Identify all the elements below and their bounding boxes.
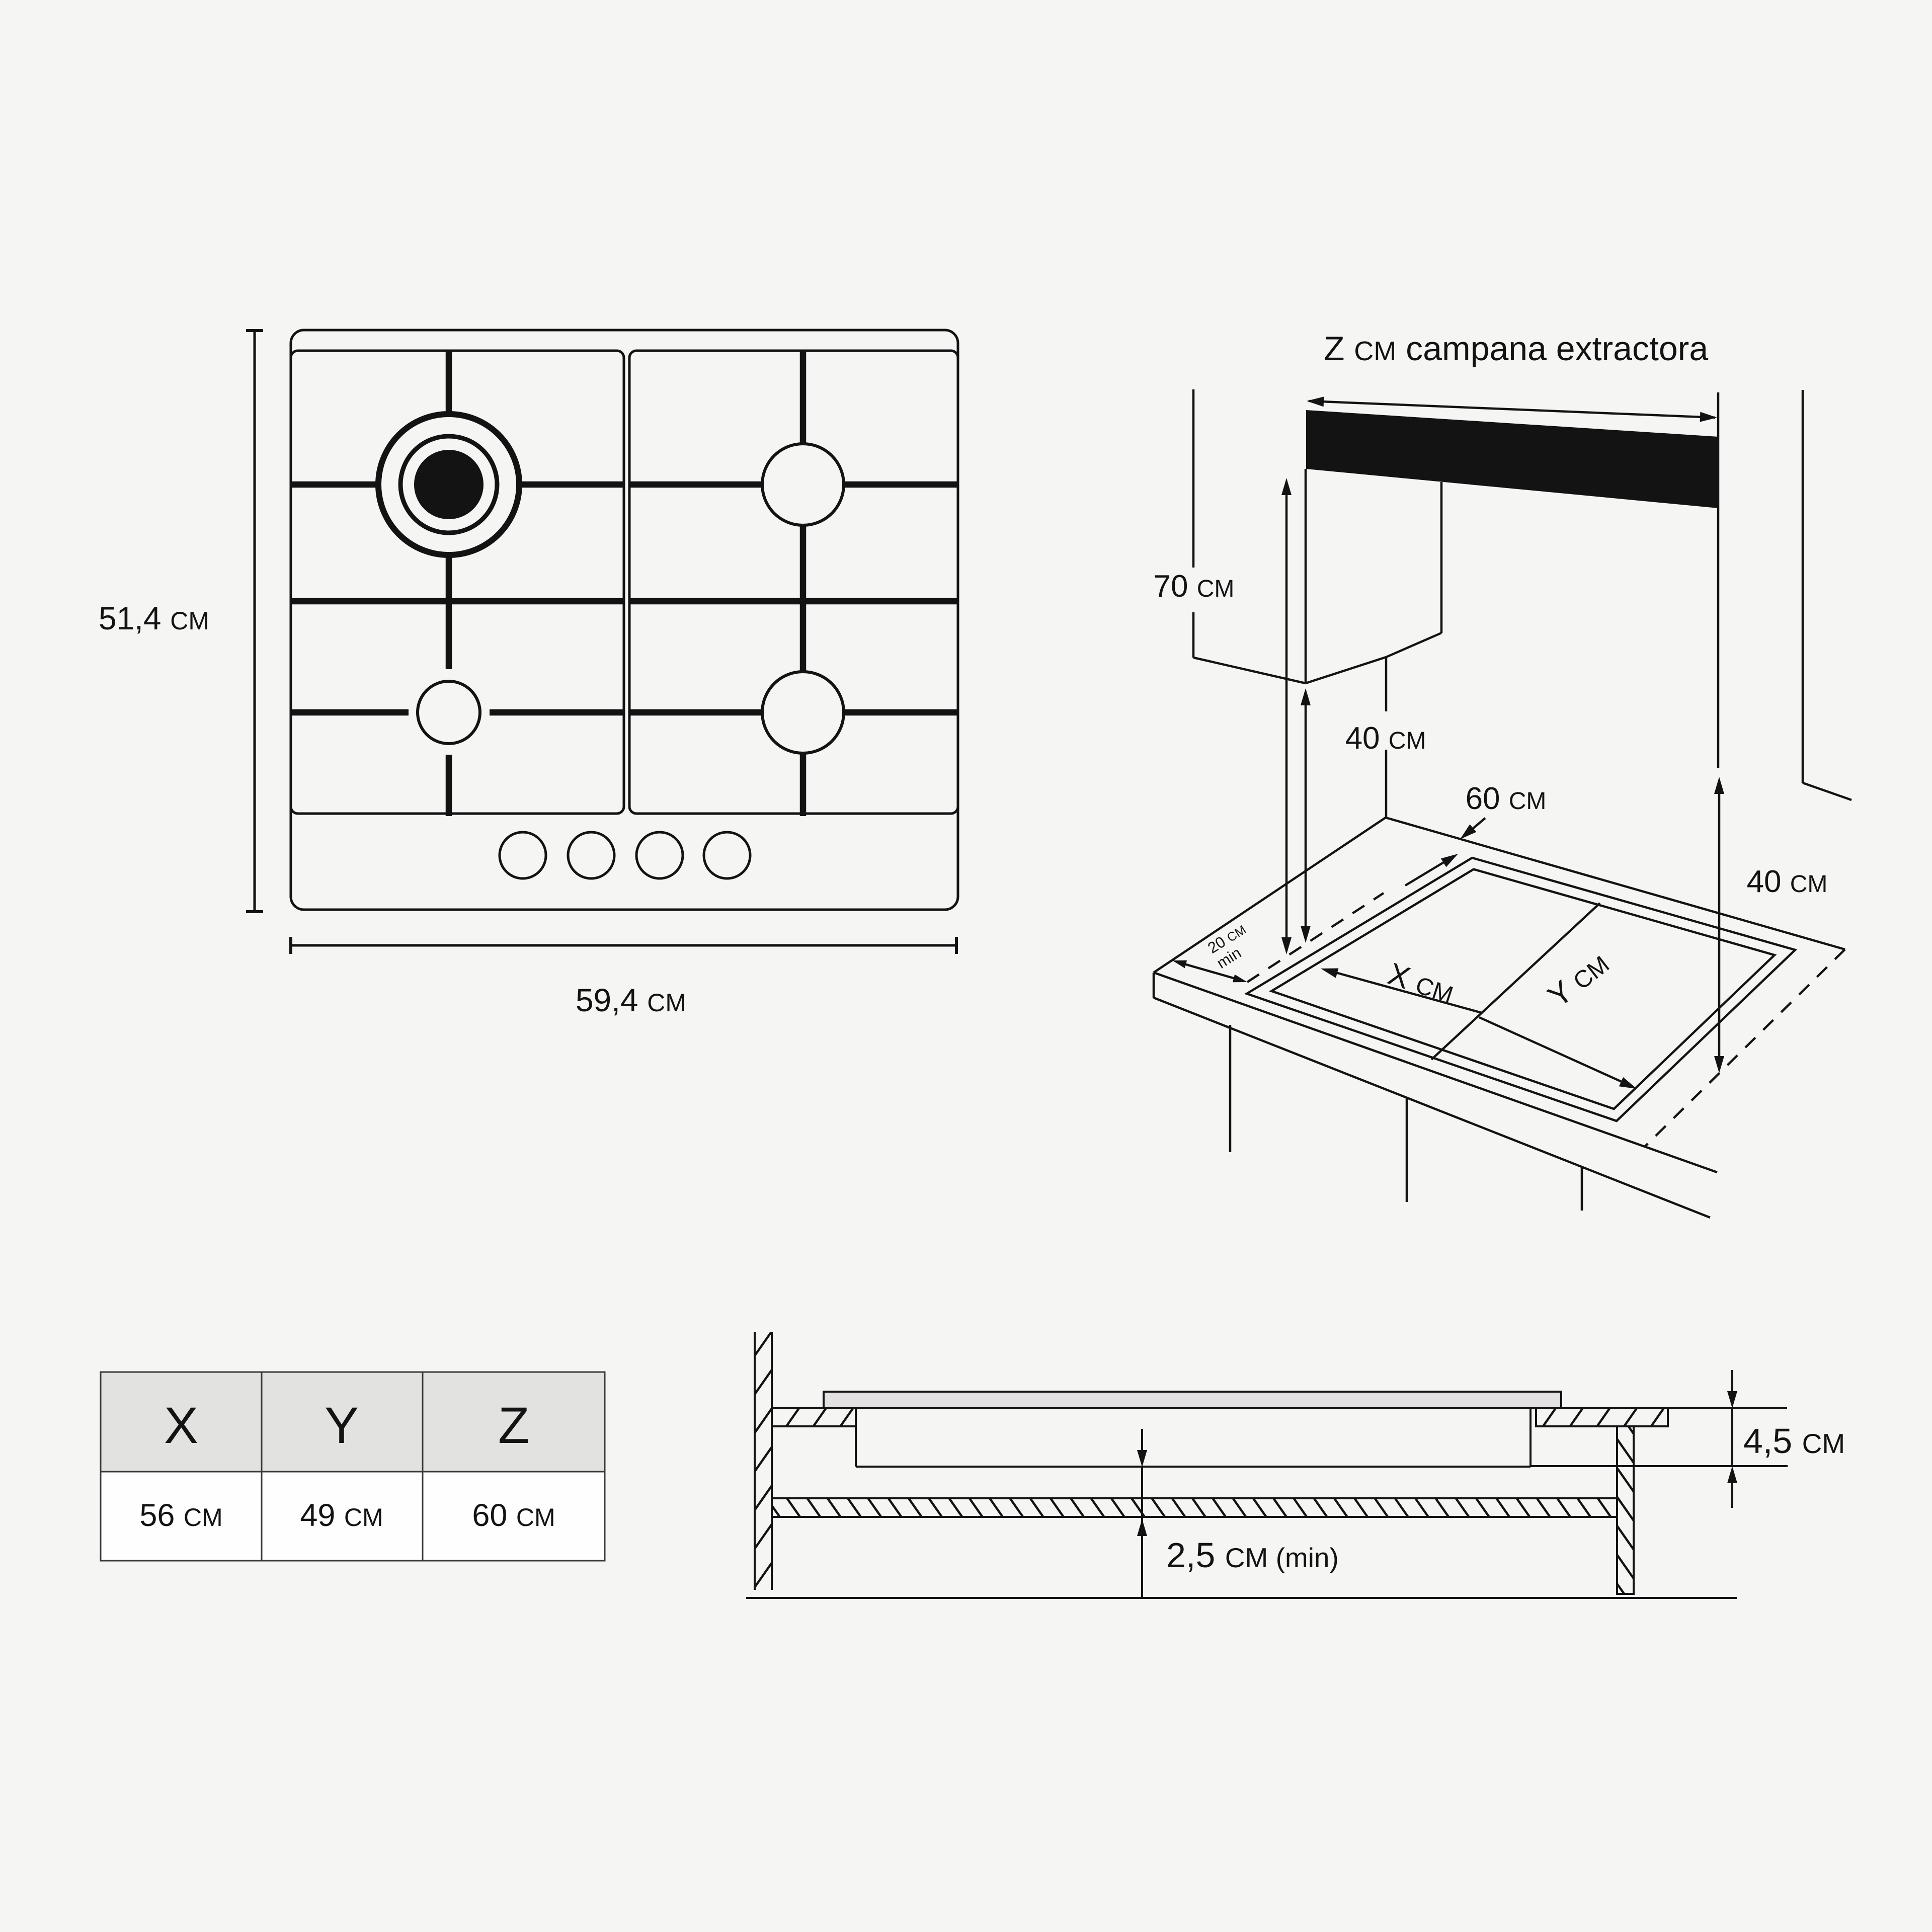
svg-text:X: X (164, 1397, 198, 1454)
svg-text:70 CM: 70 CM (1154, 569, 1235, 604)
svg-text:51,4 CM: 51,4 CM (99, 600, 209, 636)
svg-text:Z CM campana extractora: Z CM campana extractora (1324, 330, 1708, 368)
svg-text:49 CM: 49 CM (300, 1498, 383, 1533)
svg-text:40 CM: 40 CM (1345, 721, 1426, 756)
svg-text:60 CM: 60 CM (472, 1498, 555, 1533)
svg-text:4,5 CM: 4,5 CM (1743, 1421, 1845, 1461)
svg-text:59,4 CM: 59,4 CM (576, 982, 686, 1018)
svg-text:60 CM: 60 CM (1466, 781, 1547, 816)
svg-text:Y: Y (325, 1397, 359, 1454)
svg-text:2,5 CM (min): 2,5 CM (min) (1166, 1536, 1339, 1575)
svg-text:Z: Z (498, 1397, 529, 1454)
svg-text:56 CM: 56 CM (139, 1498, 222, 1533)
svg-text:40 CM: 40 CM (1747, 864, 1828, 899)
